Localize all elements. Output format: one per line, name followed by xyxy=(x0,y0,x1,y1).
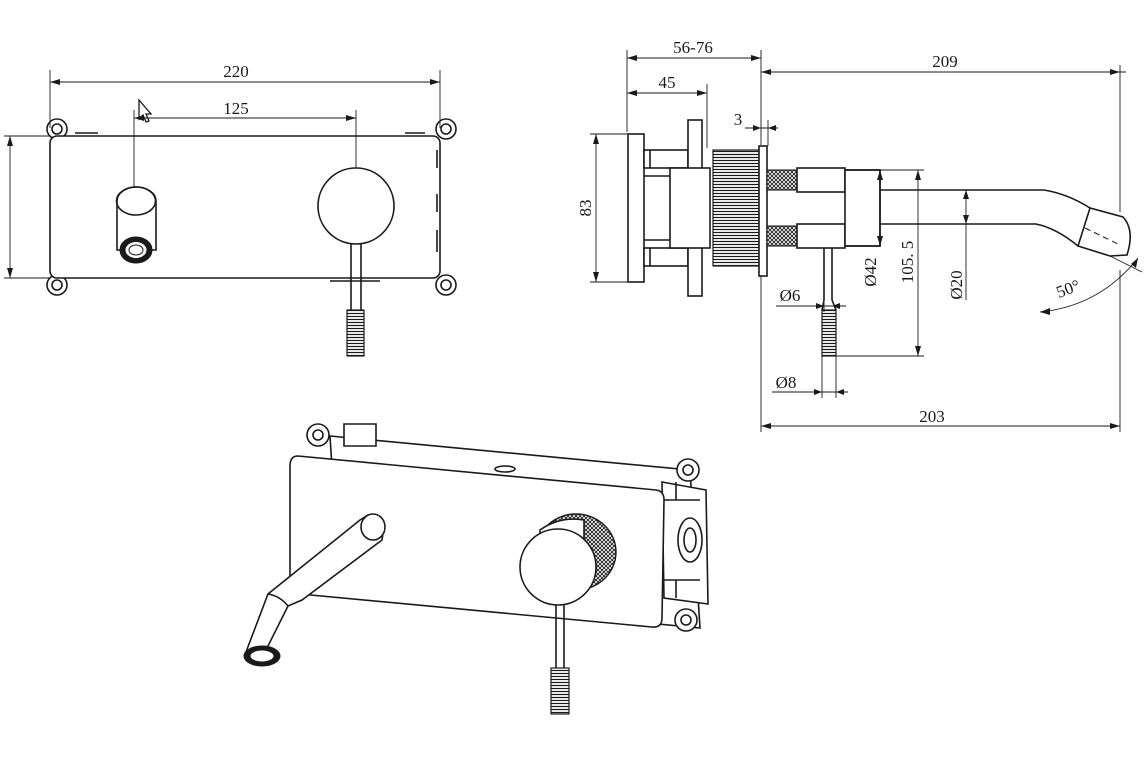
iso-ear-top-left xyxy=(306,423,330,447)
dimension-3: 3 xyxy=(734,110,778,146)
dimension-220: 220 xyxy=(49,62,441,128)
dimension-45-label: 45 xyxy=(659,73,676,92)
mounting-box xyxy=(627,119,768,297)
dimension-angle-50: 50° xyxy=(1039,255,1143,315)
dimension-209-label: 209 xyxy=(932,52,958,71)
isometric-view xyxy=(243,423,709,715)
dimension-dia-20: Ø20 xyxy=(947,190,969,300)
dimension-105-5: 105. 5 xyxy=(836,169,924,357)
iso-ear-bottom-right xyxy=(674,608,698,632)
spout-outlet xyxy=(115,186,157,264)
dimension-56-76-label: 56-76 xyxy=(673,38,713,57)
dimension-56-76: 56-76 xyxy=(626,38,762,145)
side-spout xyxy=(766,167,1131,357)
dimension-125: 125 xyxy=(133,99,357,187)
dimension-125-label: 125 xyxy=(223,99,249,118)
dimension-dia-42-label: Ø42 xyxy=(861,257,880,286)
iso-spout xyxy=(243,513,386,667)
dimension-83-label: 83 xyxy=(576,200,595,217)
iso-ear-top-right xyxy=(676,458,700,482)
dimension-45: 45 xyxy=(627,73,708,148)
dimension-203-label: 203 xyxy=(919,407,945,426)
dimension-209: 209 xyxy=(761,52,1126,212)
mounting-ear-bottom-right xyxy=(435,274,457,296)
dimension-83: 83 xyxy=(576,133,628,283)
dimension-dia-8-label: Ø8 xyxy=(776,373,797,392)
dimension-dia-6: Ø6 xyxy=(776,286,846,312)
dimension-dia-20-label: Ø20 xyxy=(947,270,966,299)
iso-handle xyxy=(519,513,617,715)
front-view: 220 125 xyxy=(4,62,457,357)
dimension-angle-50-label: 50° xyxy=(1054,276,1083,302)
side-view: 56-76 45 3 209 83 xyxy=(576,38,1143,432)
dimension-220-label: 220 xyxy=(223,62,249,81)
dimension-plate-height xyxy=(4,135,50,279)
dimension-3-label: 3 xyxy=(734,110,743,129)
mounting-ear-top-right xyxy=(435,118,457,140)
dimension-dia-8: Ø8 xyxy=(772,356,848,398)
dimension-203: 203 xyxy=(760,270,1121,432)
dimension-dia-42: Ø42 xyxy=(861,170,883,287)
dimension-dia-6-label: Ø6 xyxy=(780,286,801,305)
dimension-105-5-label: 105. 5 xyxy=(898,241,917,284)
